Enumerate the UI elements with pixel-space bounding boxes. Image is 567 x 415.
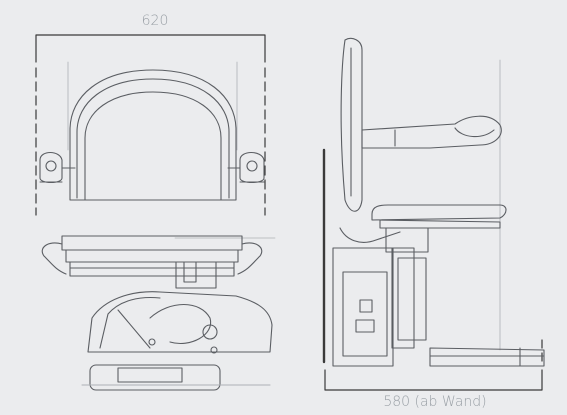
footplate: [89, 364, 221, 391]
width-dimension-label: 620: [141, 13, 169, 29]
depth-dimension-label: 580 (ab Wand): [383, 394, 487, 410]
depth-dimension-line: [324, 339, 543, 391]
side-backrest: [340, 37, 363, 212]
side-carriage: [332, 247, 394, 367]
front-view: [35, 34, 276, 391]
right-armrest-pivot: [227, 151, 265, 184]
side-armrest: [361, 115, 502, 149]
left-seat-arm: [41, 242, 67, 275]
side-footrest: [429, 347, 545, 367]
side-seat: [371, 204, 507, 221]
right-seat-arm: [237, 242, 263, 275]
backrest-outline: [69, 69, 237, 201]
carriage-body: [87, 291, 273, 353]
side-view: [322, 37, 545, 391]
width-dimension-line: [35, 34, 266, 216]
left-armrest-pivot: [39, 151, 76, 184]
seat-block: [61, 235, 243, 277]
